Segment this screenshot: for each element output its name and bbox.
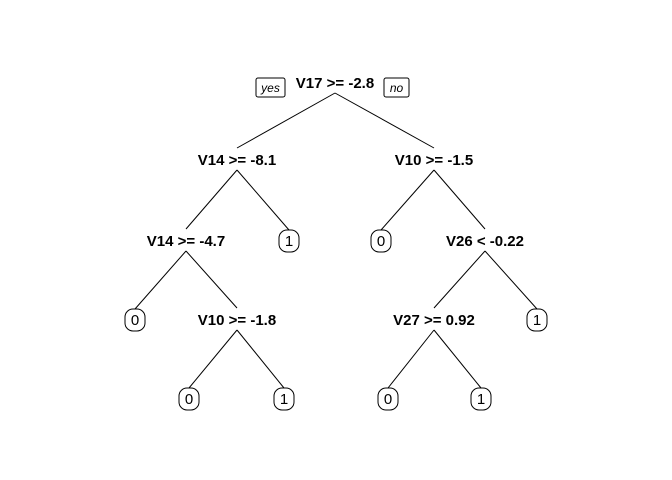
split-node: V27 >= 0.92 [393,312,475,329]
tree-edge [484,250,538,310]
leaf-class-label: 0 [131,312,139,329]
split-node: V17 >= -2.8 [296,75,374,92]
tree-edge [433,329,482,389]
tree-edge [236,329,285,389]
tree-edge [185,169,238,230]
branch-tags: yes no [255,77,410,98]
tree-edge [236,169,290,231]
tree-edge [236,92,336,149]
leaf-class-label: 0 [377,233,385,250]
tree-edge [380,169,435,231]
split-node: V14 >= -4.7 [147,233,225,250]
leaf-box [273,387,295,411]
no-branch-label: no [390,81,404,95]
leaf-box [526,308,548,332]
split-condition-label: V10 >= -1.5 [395,152,473,169]
leaf-node: 0 [370,229,392,253]
split-condition-label: V14 >= -8.1 [198,152,276,169]
yes-branch-label: yes [260,81,280,95]
leaf-box [377,387,399,411]
tree-edge [188,329,238,389]
leaf-node: 1 [470,387,492,411]
leaf-class-label: 1 [280,391,288,408]
leaf-box [178,387,200,411]
tree-edge [387,329,435,389]
leaf-box [278,229,300,253]
split-condition-label: V26 < -0.22 [446,233,524,250]
leaf-node: 0 [377,387,399,411]
tree-edge [433,250,486,309]
leaf-node: 1 [273,387,295,411]
leaf-box [124,308,146,332]
split-condition-label: V17 >= -2.8 [296,75,374,92]
split-node: V10 >= -1.5 [395,152,473,169]
split-condition-label: V14 >= -4.7 [147,233,225,250]
tree-edge [334,92,435,149]
split-condition-label: V27 >= 0.92 [393,312,475,329]
tree-edges [134,92,538,389]
leaf-node: 0 [178,387,200,411]
leaf-box [470,387,492,411]
split-node: V14 >= -8.1 [198,152,276,169]
leaf-node: 1 [278,229,300,253]
tree-edge [185,250,238,309]
yes-branch-box [255,77,286,98]
leaf-node: 1 [526,308,548,332]
leaf-class-label: 1 [533,312,541,329]
no-branch-box [383,77,410,98]
split-node: V10 >= -1.8 [198,312,276,329]
leaf-class-label: 1 [477,391,485,408]
split-condition-label: V10 >= -1.8 [198,312,276,329]
leaf-class-label: 0 [185,391,193,408]
leaf-class-label: 1 [285,233,293,250]
leaf-node: 0 [124,308,146,332]
tree-edge [433,169,486,230]
leaf-class-label: 0 [384,391,392,408]
leaf-box [370,229,392,253]
tree-edge [134,250,187,310]
split-node: V26 < -0.22 [446,233,524,250]
